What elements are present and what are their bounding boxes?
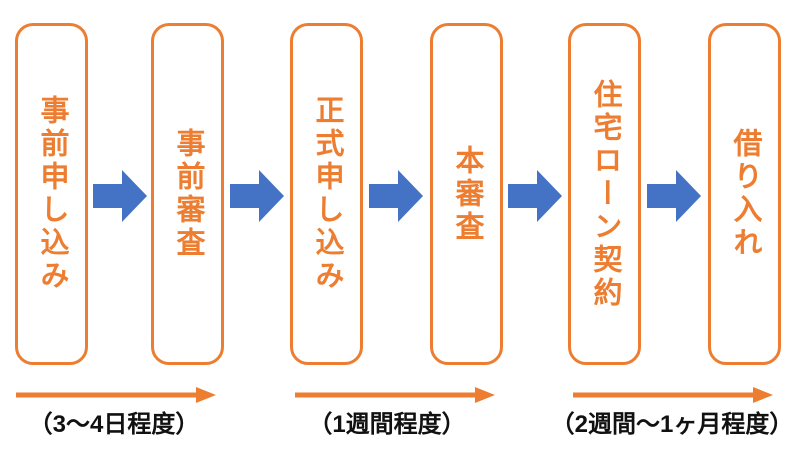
duration-arrow-right-icon (295, 387, 495, 403)
duration-label: （3〜4日程度） (28, 411, 200, 438)
arrow-right-icon (508, 170, 562, 222)
duration-arrow-right-icon (16, 387, 216, 403)
flow-step-box-pre-application: 事前申し込み (15, 23, 88, 365)
flow-step-box-borrowing: 借り入れ (708, 23, 781, 365)
flow-step-label: 借り入れ (729, 128, 761, 260)
arrow-right-icon (369, 170, 423, 222)
flow-step-label: 住宅ローン契約 (589, 78, 621, 310)
flow-step-label: 正式申し込み (311, 95, 343, 293)
flow-step-label: 事前審査 (172, 128, 204, 260)
flow-step-box-pre-screening: 事前審査 (151, 23, 224, 365)
flow-step-box-main-screening: 本審査 (430, 23, 503, 365)
flow-step-label: 本審査 (451, 144, 483, 244)
duration-label: （2週間〜1ヶ月程度） (550, 411, 794, 438)
arrow-right-icon (230, 170, 284, 222)
duration-label: （1週間程度） (308, 411, 466, 438)
arrow-right-icon (647, 170, 701, 222)
duration-arrow-right-icon (573, 387, 773, 403)
flow-step-box-formal-application: 正式申し込み (290, 23, 363, 365)
flow-step-label: 事前申し込み (36, 95, 68, 293)
arrow-right-icon (93, 170, 147, 222)
flow-step-box-loan-contract: 住宅ローン契約 (568, 23, 641, 365)
